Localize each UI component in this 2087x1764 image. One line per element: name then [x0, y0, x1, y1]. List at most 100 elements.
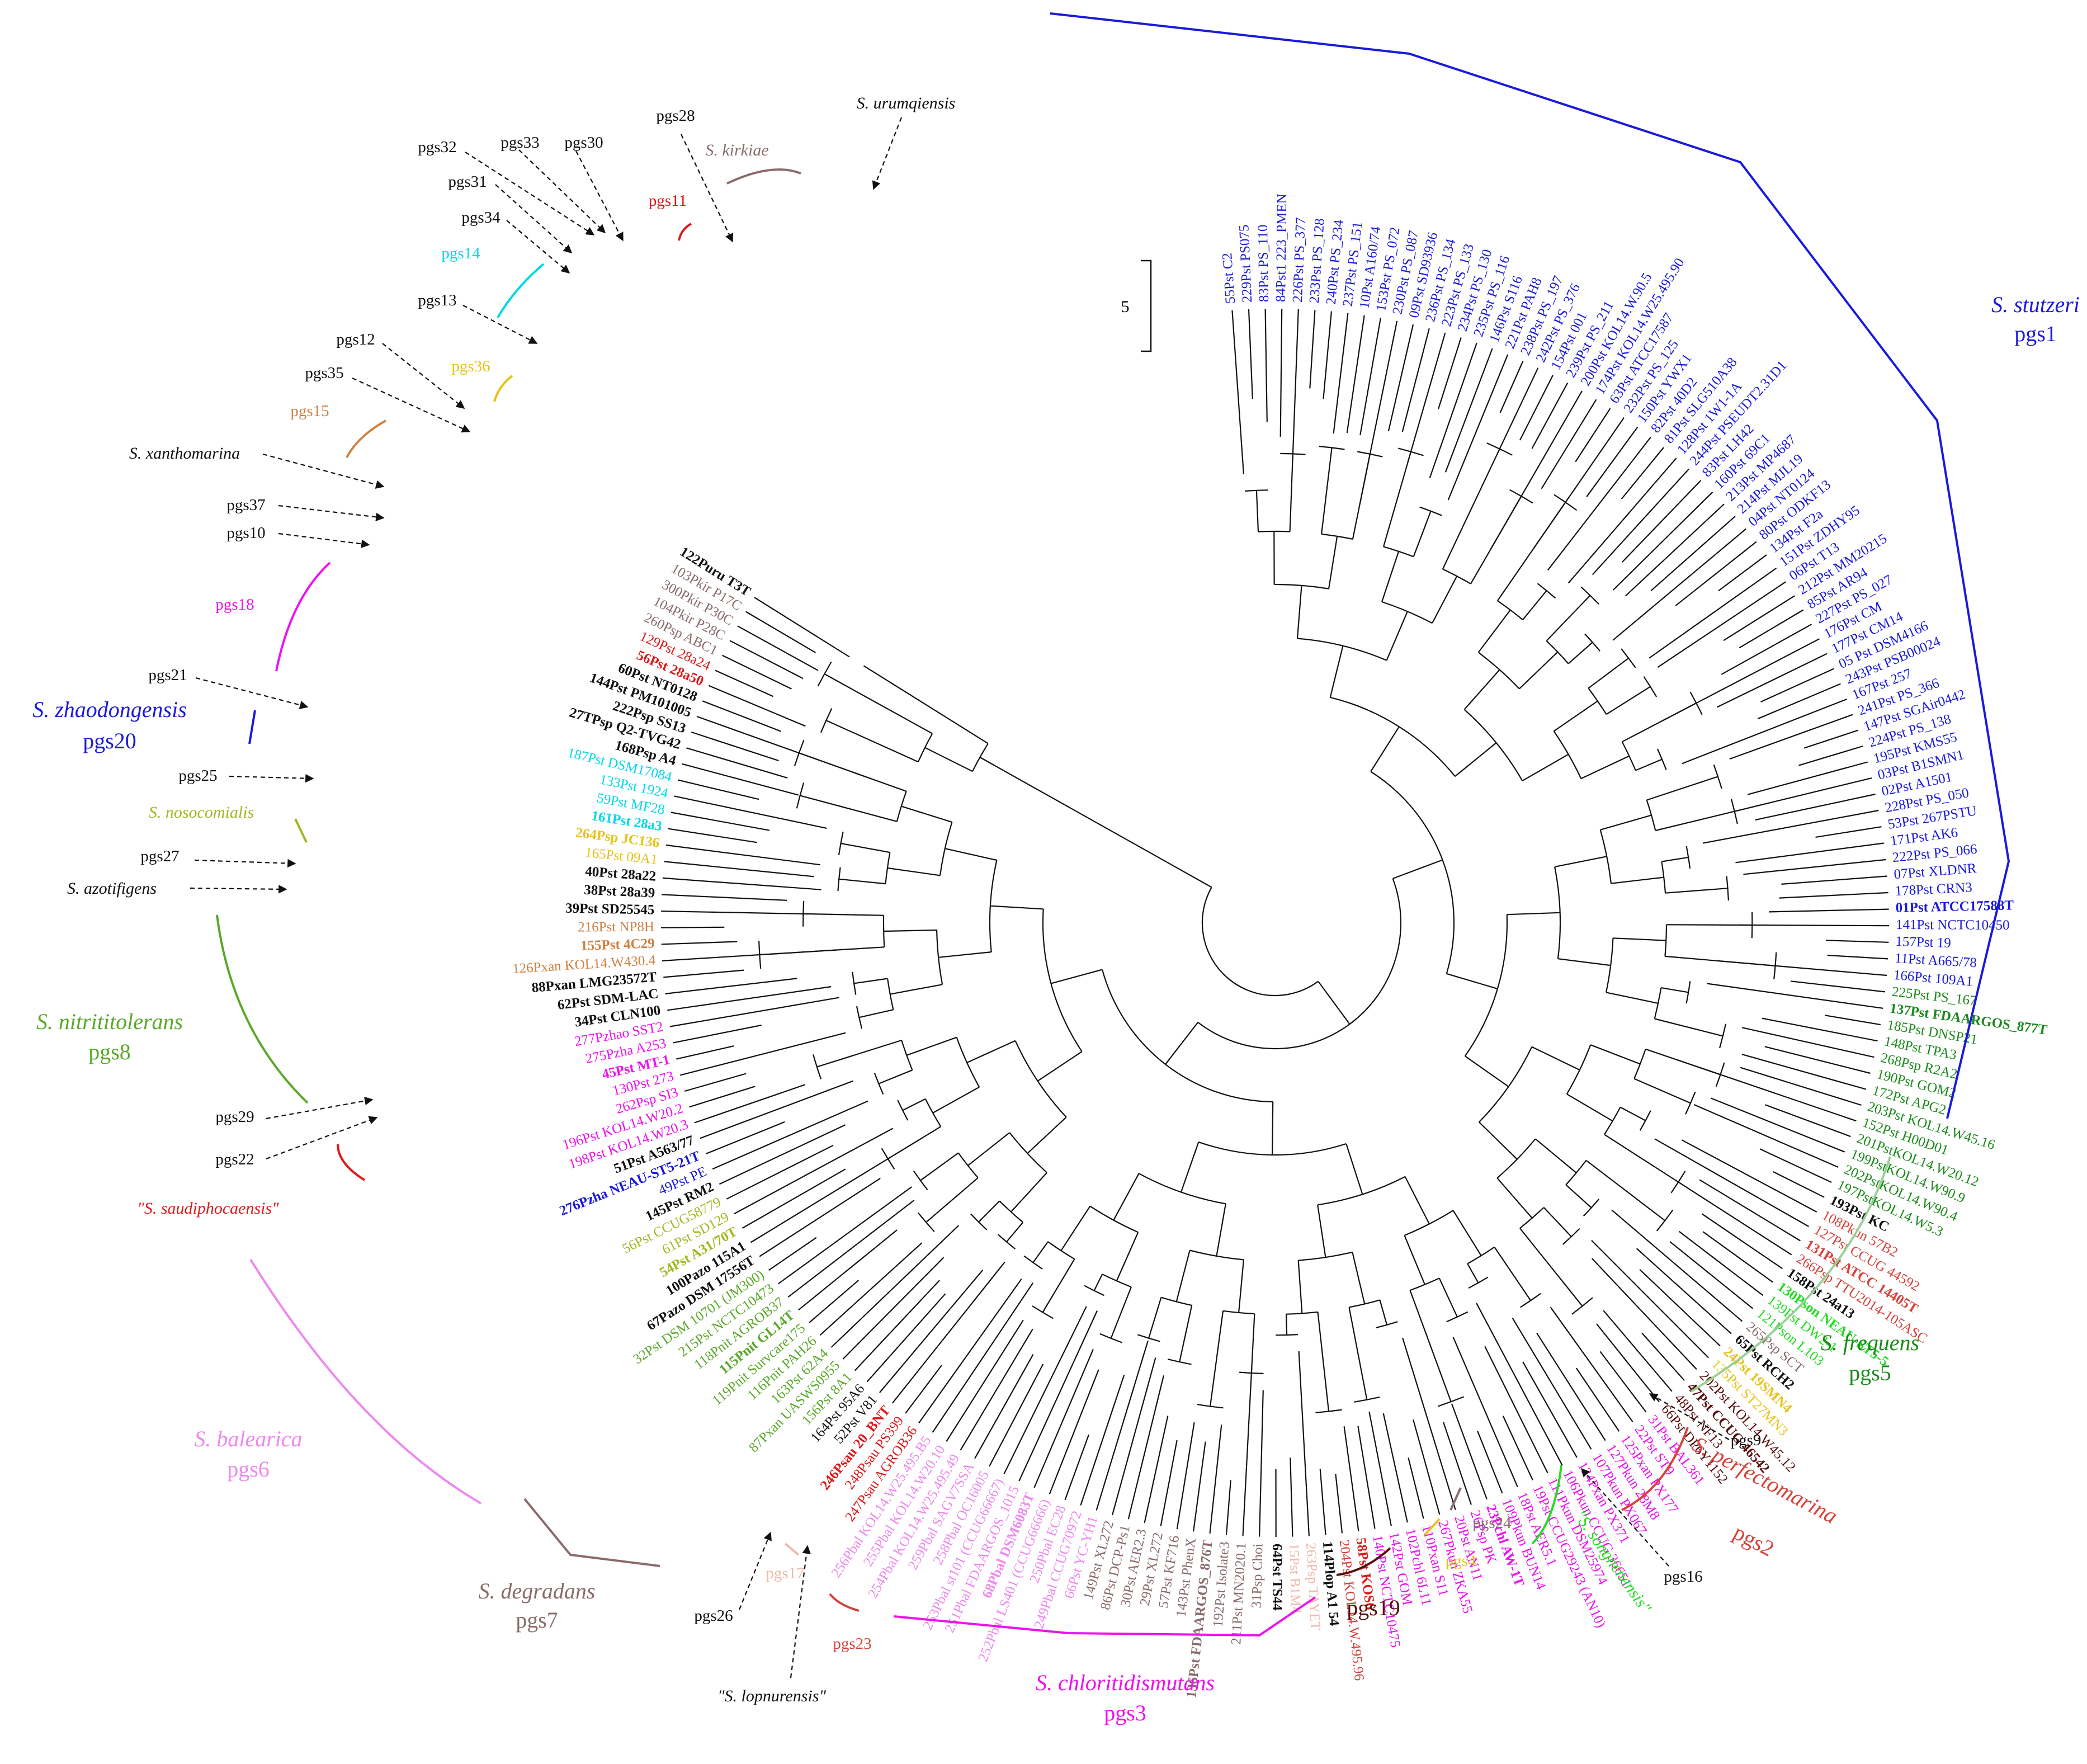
terminal-branch	[1741, 1054, 1867, 1090]
internal-arc	[972, 743, 989, 772]
internal-branch	[1465, 1055, 1509, 1087]
internal-branch	[1352, 454, 1371, 540]
terminal-branch	[1781, 875, 1887, 885]
terminal-branch	[1387, 324, 1414, 432]
internal-arc	[1276, 1334, 1298, 1336]
terminal-branch	[1790, 980, 1886, 993]
internal-branch	[887, 867, 941, 876]
internal-arc	[1730, 799, 1738, 824]
internal-branch	[1210, 1310, 1224, 1407]
bracket-pgs23	[829, 1593, 860, 1612]
internal-branch	[1496, 502, 1566, 601]
internal-branch	[1463, 669, 1500, 710]
internal-branch	[1554, 856, 1607, 867]
terminal-branch	[661, 911, 808, 915]
internal-branch	[863, 665, 943, 716]
terminal-branch	[1636, 1248, 1732, 1334]
bracket-pgs19	[1336, 1547, 1391, 1576]
internal-arc	[1321, 533, 1353, 540]
internal-branch	[1370, 726, 1400, 772]
internal-arc	[1197, 878, 1401, 1050]
terminal-branch	[1639, 1269, 1721, 1347]
terminal-branch	[684, 1073, 747, 1092]
bracket-pgs36	[493, 375, 513, 402]
internal-arc	[1330, 696, 1456, 777]
terminal-branch	[1550, 1307, 1633, 1423]
internal-branch	[1613, 937, 1666, 941]
internal-branch	[1404, 1235, 1425, 1285]
internal-arc	[856, 1006, 863, 1029]
arrow-pgs31	[495, 184, 573, 254]
internal-branch	[1255, 490, 1259, 532]
internal-arc	[1258, 530, 1290, 532]
internal-arc	[1201, 886, 1319, 997]
terminal-branch	[1586, 427, 1639, 497]
internal-arc	[997, 1234, 1016, 1249]
bracket-pgs17	[784, 1543, 800, 1556]
clade-pgs-pgs20: pgs20	[83, 728, 136, 753]
internal-branch	[1289, 454, 1293, 532]
clade-name-degradans: S. degradans	[479, 1578, 596, 1603]
label-pgs30: pgs30	[564, 134, 603, 152]
leaf-label: 31Psp Choi	[1249, 1543, 1266, 1609]
internal-arc	[1286, 1311, 1318, 1315]
internal-branch	[1446, 973, 1498, 989]
internal-branch	[1567, 642, 1593, 664]
terminal-branch	[1772, 1171, 1825, 1198]
terminal-branch	[700, 1080, 854, 1139]
internal-arc	[1571, 1297, 1593, 1315]
terminal-branch	[665, 844, 820, 866]
terminal-branch	[662, 877, 821, 890]
internal-branch	[1216, 1204, 1226, 1257]
scale-bar-label: 5	[1121, 298, 1130, 316]
terminal-branch	[1721, 624, 1812, 675]
terminal-branch	[719, 1124, 846, 1185]
label-pgs10: pgs10	[226, 524, 265, 542]
terminal-branch	[750, 1157, 891, 1243]
internal-branch	[1027, 1116, 1067, 1154]
internal-branch	[1606, 992, 1659, 1004]
terminal-branch	[809, 1280, 860, 1323]
clade-name-balearica: S. balearica	[194, 1426, 302, 1451]
internal-branch	[979, 757, 1027, 784]
terminal-branch	[1567, 457, 1677, 584]
internal-branch	[1348, 1307, 1368, 1400]
terminal-branch	[1729, 714, 1853, 760]
internal-branch	[966, 1040, 1016, 1064]
clade-pgs-pgs8: pgs8	[88, 1039, 131, 1064]
terminal-branch	[1127, 1375, 1164, 1520]
internal-branch	[1404, 1176, 1430, 1224]
terminal-branch	[1346, 315, 1365, 433]
terminal-branch	[1502, 1416, 1533, 1481]
terminal-branch	[1755, 793, 1876, 821]
internal-branch	[1381, 551, 1400, 602]
internal-branch	[1272, 1101, 1274, 1155]
internal-arc	[918, 1212, 935, 1232]
internal-branch	[1543, 1207, 1572, 1237]
clade-name-nosocomialis: S. nosocomialis	[149, 803, 254, 822]
clade-pgs-pgs5: pgs5	[1849, 1360, 1891, 1385]
internal-branch	[1285, 1314, 1288, 1335]
internal-branch	[1635, 758, 1663, 771]
leaf-label: 229Pst PS075	[1236, 224, 1255, 303]
terminal-branch	[680, 1032, 846, 1076]
terminal-branch	[1625, 503, 1725, 597]
terminal-branch	[1803, 729, 1858, 749]
terminal-branch	[1675, 1180, 1792, 1256]
internal-branch	[1519, 1228, 1583, 1307]
internal-branch	[1180, 1142, 1200, 1192]
internal-arc	[901, 1040, 913, 1070]
terminal-branch	[1519, 375, 1554, 441]
internal-branch	[1645, 1048, 1721, 1076]
leaf-label: 155Pst 4C29	[580, 936, 655, 954]
terminal-branch	[1402, 1337, 1456, 1510]
internal-branch	[824, 673, 933, 734]
internal-branch	[1352, 1252, 1366, 1304]
terminal-branch	[1264, 309, 1268, 422]
label-pgs12: pgs12	[336, 331, 375, 348]
internal-branch	[800, 795, 898, 822]
arrow-pgs26	[738, 1531, 772, 1610]
terminal-branch	[1718, 554, 1767, 592]
internal-arc	[1161, 1296, 1192, 1307]
internal-arc	[1643, 676, 1658, 697]
